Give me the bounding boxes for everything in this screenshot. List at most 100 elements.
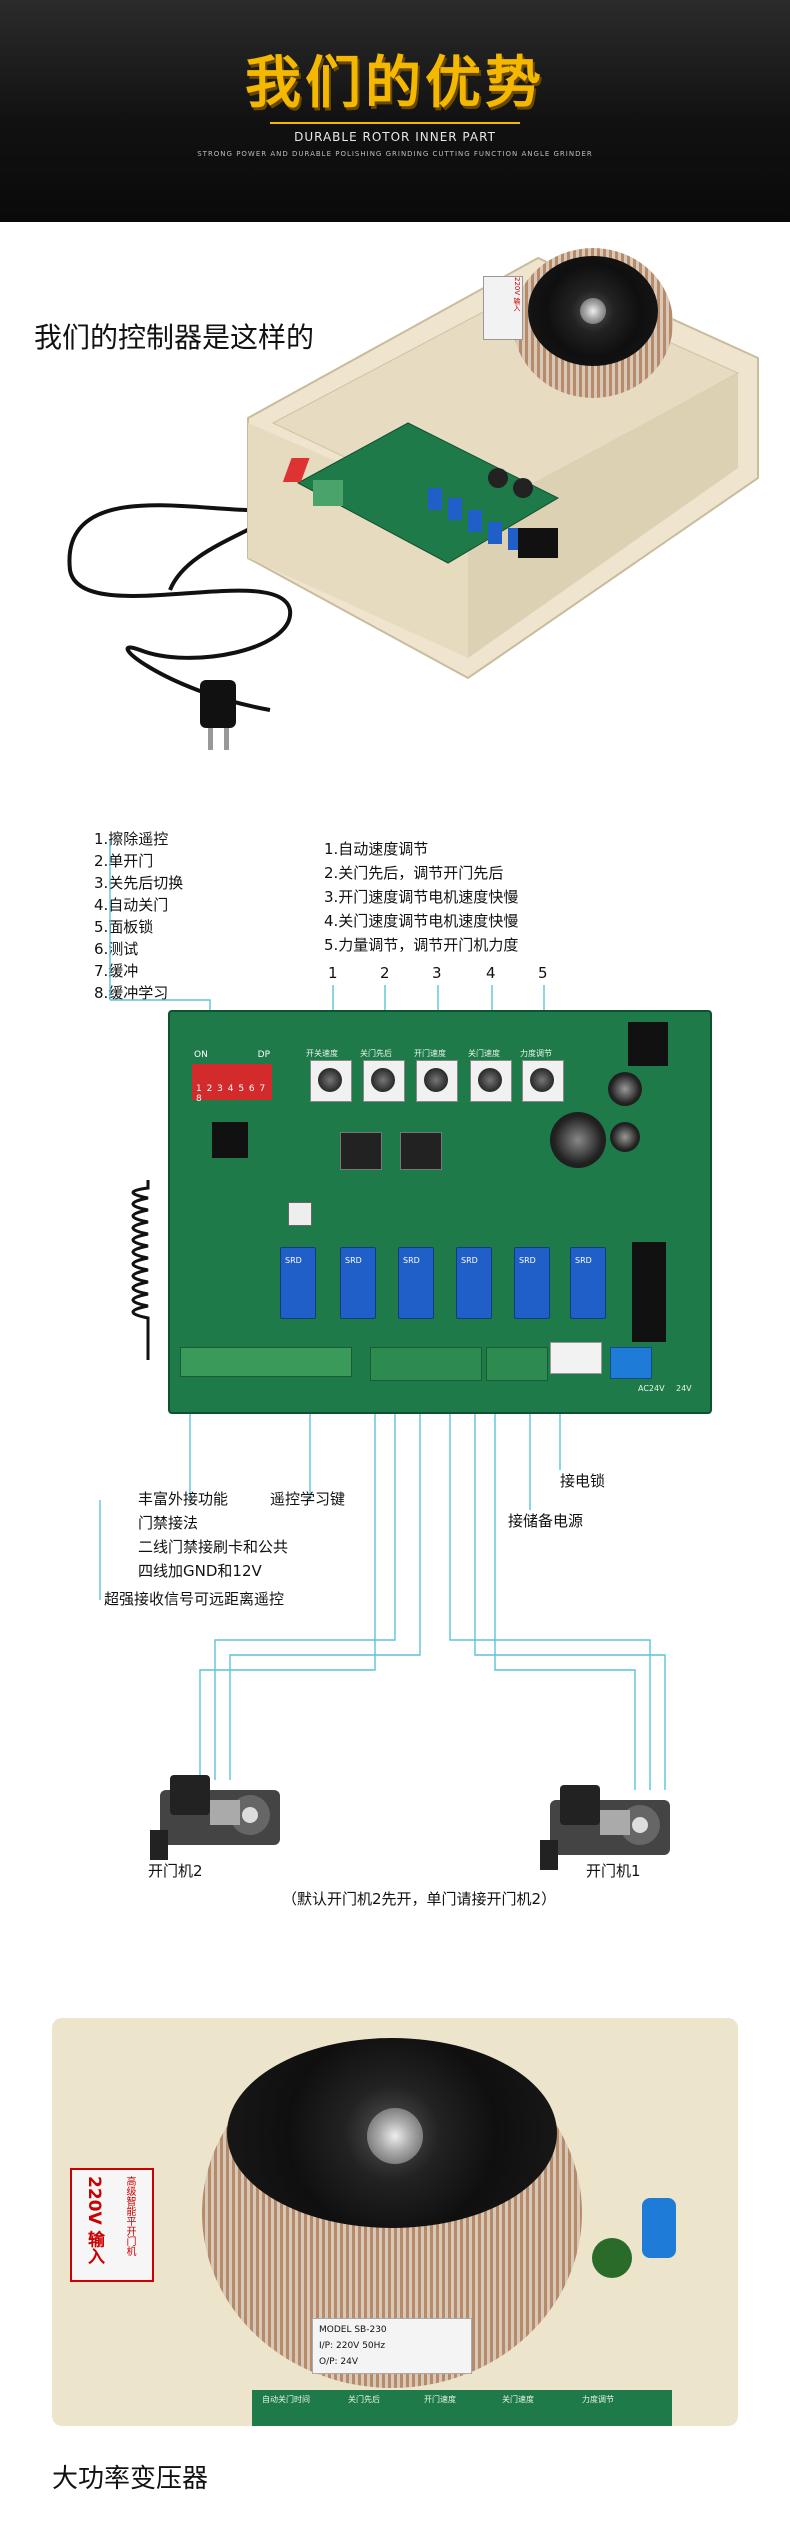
knob-item: 1.自动速度调节 <box>324 840 429 858</box>
dip-item: 7.缓冲 <box>94 962 139 980</box>
input-voltage-label: 220V 输入 高级智能平开门机 <box>70 2168 154 2282</box>
relay-label: SRD <box>285 1256 302 1265</box>
hero-banner: 我们的优势 DURABLE ROTOR INNER PART STRONG PO… <box>0 0 790 222</box>
capacitor <box>592 2238 632 2278</box>
nameplate-line: O/P: 24V <box>319 2357 359 2367</box>
speed-knob-4[interactable] <box>470 1060 512 1102</box>
electric-lock-terminal[interactable] <box>550 1342 602 1374</box>
knob-number: 3 <box>432 964 442 982</box>
relay-label: SRD <box>519 1256 536 1265</box>
pcb-mark: 开门速度 <box>424 2395 456 2404</box>
access-control-terminal[interactable] <box>180 1347 352 1377</box>
speed-knob-2[interactable] <box>363 1060 405 1102</box>
knob-item: 3.开门速度调节电机速度快慢 <box>324 888 519 906</box>
callout-lines <box>99 840 666 1790</box>
transformer-caption: 大功率变压器 <box>52 2464 209 2494</box>
relay-label: SRD <box>345 1256 362 1265</box>
annotation-2wire: 二线门禁接刷卡和公共 <box>138 1538 289 1556</box>
dip-digits: 1 2 3 4 5 6 7 8 <box>196 1084 267 1104</box>
knob-number: 2 <box>380 964 390 982</box>
dip-item: 6.测试 <box>94 940 139 958</box>
transformer-closeup-photo: MODEL SB-230 I/P: 220V 50Hz O/P: 24V 220… <box>52 2018 738 2426</box>
annotation-learn-key: 遥控学习键 <box>270 1490 346 1508</box>
annotation-access: 门禁接法 <box>138 1514 199 1532</box>
banner-tagline: STRONG POWER AND DURABLE POLISHING GRIND… <box>197 150 593 158</box>
voltage-text: 220V 输入 <box>84 2176 104 2265</box>
transformer-bolt <box>580 298 606 324</box>
speed-knob-3[interactable] <box>416 1060 458 1102</box>
remote-learn-button[interactable] <box>288 1202 312 1226</box>
wiring-note: （默认开门机2先开，单门请接开门机2） <box>282 1890 557 1908</box>
capacitor <box>608 1072 642 1106</box>
dip-item: 4.自动关门 <box>94 896 169 914</box>
nameplate-line: I/P: 220V 50Hz <box>319 2341 386 2351</box>
capacitor <box>610 1122 640 1152</box>
heat-sink <box>628 1022 668 1066</box>
relay: SRD <box>340 1247 376 1319</box>
mosfet-1 <box>340 1132 382 1170</box>
section1-heading: 我们的控制器是这样的 <box>34 321 315 354</box>
dip-item: 2.单开门 <box>94 852 154 870</box>
controller-enclosure-photo: 220V 输入 <box>218 248 766 684</box>
capacitor <box>642 2198 676 2258</box>
force-knob-5[interactable] <box>522 1060 564 1102</box>
knob-item: 2.关门先后，调节开门先后 <box>324 864 504 882</box>
dip-dp-label: DP <box>257 1050 270 1060</box>
banner-divider <box>270 122 520 124</box>
gate-opener-1-image <box>540 1785 670 1870</box>
relay-label: SRD <box>461 1256 478 1265</box>
dip-item: 1.擦除遥控 <box>94 830 169 848</box>
pcb-mark: 自动关门时间 <box>262 2395 310 2404</box>
antenna-coil <box>131 1180 150 1360</box>
dip-switch[interactable]: ON DP 1 2 3 4 5 6 7 8 <box>192 1050 272 1104</box>
relay: SRD <box>514 1247 550 1319</box>
relay: SRD <box>456 1247 492 1319</box>
board-mark: 开关速度 <box>306 1049 338 1058</box>
motor2-terminal[interactable] <box>370 1347 482 1381</box>
terminal-mark: 24V <box>676 1384 692 1393</box>
pcb-mark: 力度调节 <box>582 2395 614 2404</box>
dip-item: 5.面板锁 <box>94 918 154 936</box>
controller-pcb: ON DP 1 2 3 4 5 6 7 8 开关速度 关门先后 开门速度 关门速… <box>168 1010 712 1414</box>
board-mark: 开门速度 <box>414 1049 446 1058</box>
relay: SRD <box>570 1247 606 1319</box>
knob-number: 5 <box>538 964 548 982</box>
board-mark: 关门先后 <box>360 1049 392 1058</box>
mosfet-2 <box>400 1132 442 1170</box>
dip-item: 3.关先后切换 <box>94 874 184 892</box>
relay-label: SRD <box>575 1256 592 1265</box>
capacitor-large <box>550 1112 606 1168</box>
dip-on-label: ON <box>194 1050 208 1060</box>
banner-subtitle: DURABLE ROTOR INNER PART <box>294 130 496 144</box>
gate-opener-2-image <box>150 1775 280 1860</box>
relay: SRD <box>280 1247 316 1319</box>
banner-title: 我们的优势 <box>245 51 545 116</box>
knob-number: 4 <box>486 964 496 982</box>
motor1-terminal[interactable] <box>486 1347 548 1381</box>
backup-power-terminal[interactable] <box>610 1347 652 1379</box>
annotation-backup-power: 接储备电源 <box>508 1512 584 1530</box>
board-mark: 关门速度 <box>468 1049 500 1058</box>
pcb-strip: 自动关门时间 关门先后 开门速度 关门速度 力度调节 <box>252 2390 672 2426</box>
transformer-bolt <box>367 2108 423 2164</box>
opener-2-label: 开门机2 <box>148 1862 203 1880</box>
opener-1-label: 开门机1 <box>586 1862 641 1880</box>
annotation-remote: 超强接收信号可远距离遥控 <box>104 1590 285 1608</box>
transformer-sticker: 220V 输入 <box>483 276 523 340</box>
relay: SRD <box>398 1247 434 1319</box>
speed-knob-1[interactable] <box>310 1060 352 1102</box>
transformer-nameplate: MODEL SB-230 I/P: 220V 50Hz O/P: 24V <box>312 2318 472 2374</box>
terminal-mark: AC24V <box>638 1384 665 1393</box>
board-mark: 力度调节 <box>520 1049 552 1058</box>
sticker-text: 220V 输入 <box>513 277 521 312</box>
annotation-4wire: 四线加GND和12V <box>138 1562 262 1580</box>
brand-text: 高级智能平开门机 <box>124 2176 135 2256</box>
mcu-chip <box>212 1122 248 1158</box>
relay-label: SRD <box>403 1256 420 1265</box>
heat-sink-2 <box>632 1242 666 1342</box>
pcb-mark: 关门先后 <box>348 2395 380 2404</box>
dip-item: 8.缓冲学习 <box>94 984 169 1002</box>
annotation-electric-lock: 接电锁 <box>560 1472 606 1490</box>
pcb-mark: 关门速度 <box>502 2395 534 2404</box>
knob-item: 4.关门速度调节电机速度快慢 <box>324 912 519 930</box>
